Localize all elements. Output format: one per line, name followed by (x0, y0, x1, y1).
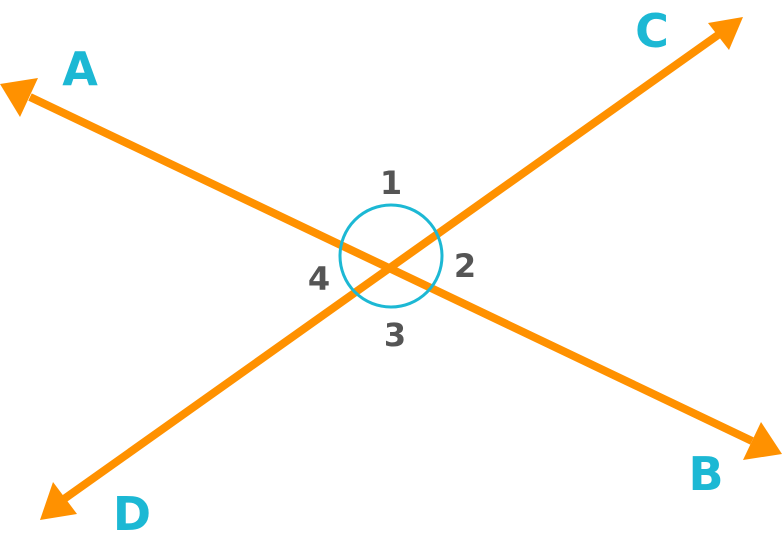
angle-label-2: 2 (454, 247, 476, 285)
arrowhead-c (708, 17, 743, 50)
angle-arc (338, 203, 444, 309)
label-d: D (113, 487, 151, 541)
angle-label-4: 4 (308, 260, 330, 298)
label-c: C (635, 4, 669, 58)
angle-label-1: 1 (380, 164, 402, 202)
arrowhead-b (743, 422, 782, 460)
angle-label-3: 3 (384, 316, 406, 354)
label-b: B (688, 447, 723, 501)
label-a: A (62, 42, 98, 96)
arrowhead-a (0, 78, 38, 117)
line-cd (61, 31, 721, 503)
arrowhead-d (40, 482, 77, 520)
